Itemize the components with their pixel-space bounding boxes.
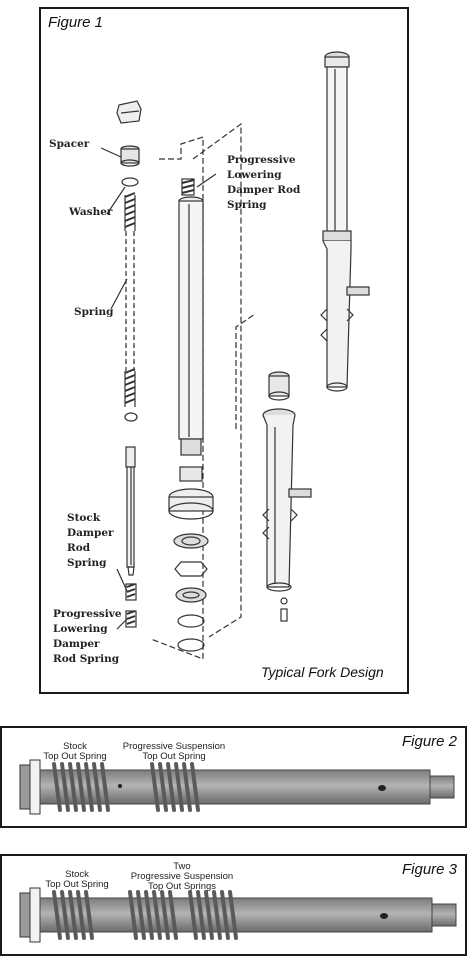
progressive-lower-spring: [125, 610, 137, 628]
stock-damper-spring: [125, 583, 137, 601]
inner-fork-tube: [178, 196, 204, 456]
spring-label: Spring: [74, 306, 114, 318]
figure-3-progressive-line-1: Two: [173, 861, 191, 872]
spacer-part: [120, 145, 140, 167]
spacer-leader: [100, 147, 122, 158]
damper-rod: [125, 446, 136, 576]
stock-damper-label: Stock Damper Rod Spring: [67, 511, 114, 571]
fork-exploded-diagram: [100, 51, 370, 660]
figure-3-progressive-line-2: Progressive Suspension: [130, 871, 234, 882]
progressive-lower-leader: [116, 618, 128, 630]
main-spring: [124, 192, 136, 407]
progressive-lower-line-3: Damper: [53, 638, 100, 650]
washer-part: [121, 177, 139, 187]
slider-bushing: [268, 371, 290, 401]
stock-label-line-2: Damper: [67, 527, 114, 539]
figure-2-title: Figure 2: [402, 733, 458, 750]
spring-leader: [110, 278, 128, 310]
figure-3-title: Figure 3: [402, 861, 458, 878]
progressive-lower-label: Progressive Lowering Damper Rod Spring: [53, 607, 122, 667]
figure-1-title: Figure 1: [48, 14, 104, 31]
figure-3-damper-rod: [19, 887, 457, 943]
figure-2-progressive-spring: [150, 762, 200, 812]
figure-3-progressive-line-3: Top Out Springs: [147, 881, 217, 892]
stock-label-line-3: Rod: [67, 542, 91, 554]
figure-3-progressive-label: Two Progressive Suspension Top Out Sprin…: [122, 862, 242, 892]
figure-1-caption: Typical Fork Design: [261, 664, 384, 680]
progressive-label-line-1: Progressive: [227, 154, 296, 166]
seal-stack: [168, 466, 214, 652]
progressive-label-line-3: Damper Rod: [227, 184, 301, 196]
figure-3-stock-line-2: Top Out Spring: [45, 879, 109, 890]
cap-bolt: [116, 100, 142, 124]
figure-3-panel: Figure 3 Stock Top Out Spring Two Progre…: [0, 854, 467, 956]
progressive-leader: [196, 173, 217, 188]
figure-2-stock-spring: [52, 762, 110, 812]
progressive-lower-line-4: Rod Spring: [53, 653, 120, 665]
figure-3-progressive-spring-1: [128, 890, 178, 940]
progressive-damper-label: Progressive Lowering Damper Rod Spring: [227, 153, 300, 213]
spacer-label: Spacer: [49, 138, 90, 150]
washer-leader: [106, 186, 126, 215]
lower-fork-slider: [262, 408, 312, 622]
figure-3-progressive-spring-2: [188, 890, 238, 940]
stock-leader: [116, 568, 128, 592]
figure-2-panel: Figure 2 Stock Top Out Spring Progressiv…: [0, 726, 467, 828]
figure-2-damper-rod: [19, 759, 455, 815]
progressive-label-line-2: Lowering: [227, 169, 282, 181]
stock-label-line-4: Spring: [67, 557, 107, 569]
figure-2-progressive-label: Progressive Suspension Top Out Spring: [114, 742, 234, 762]
figure-1-panel: Figure 1 Typical Fork Design: [39, 7, 409, 694]
progressive-lower-line-2: Lowering: [53, 623, 108, 635]
figure-2-stock-line-1: Stock: [63, 741, 87, 752]
figure-3-stock-label: Stock Top Out Spring: [42, 870, 112, 890]
figure-3-stock-spring: [52, 890, 94, 940]
figure-2-stock-label: Stock Top Out Spring: [40, 742, 110, 762]
progressive-damper-spring: [181, 178, 195, 196]
figure-3-stock-line-1: Stock: [65, 869, 89, 880]
progressive-label-line-4: Spring: [227, 199, 267, 211]
assembly-path-3: [235, 313, 256, 429]
assembly-path-2: [192, 122, 242, 638]
washer-label: Washer: [69, 206, 113, 218]
stock-label-line-1: Stock: [67, 512, 101, 524]
small-washer: [124, 412, 138, 422]
figure-2-progressive-line-1: Progressive Suspension: [122, 741, 226, 752]
figure-2-progressive-line-2: Top Out Spring: [142, 751, 206, 762]
figure-2-stock-line-2: Top Out Spring: [43, 751, 107, 762]
assembled-fork: [320, 51, 370, 392]
progressive-lower-line-1: Progressive: [53, 608, 122, 620]
assembly-path-1: [150, 136, 204, 660]
